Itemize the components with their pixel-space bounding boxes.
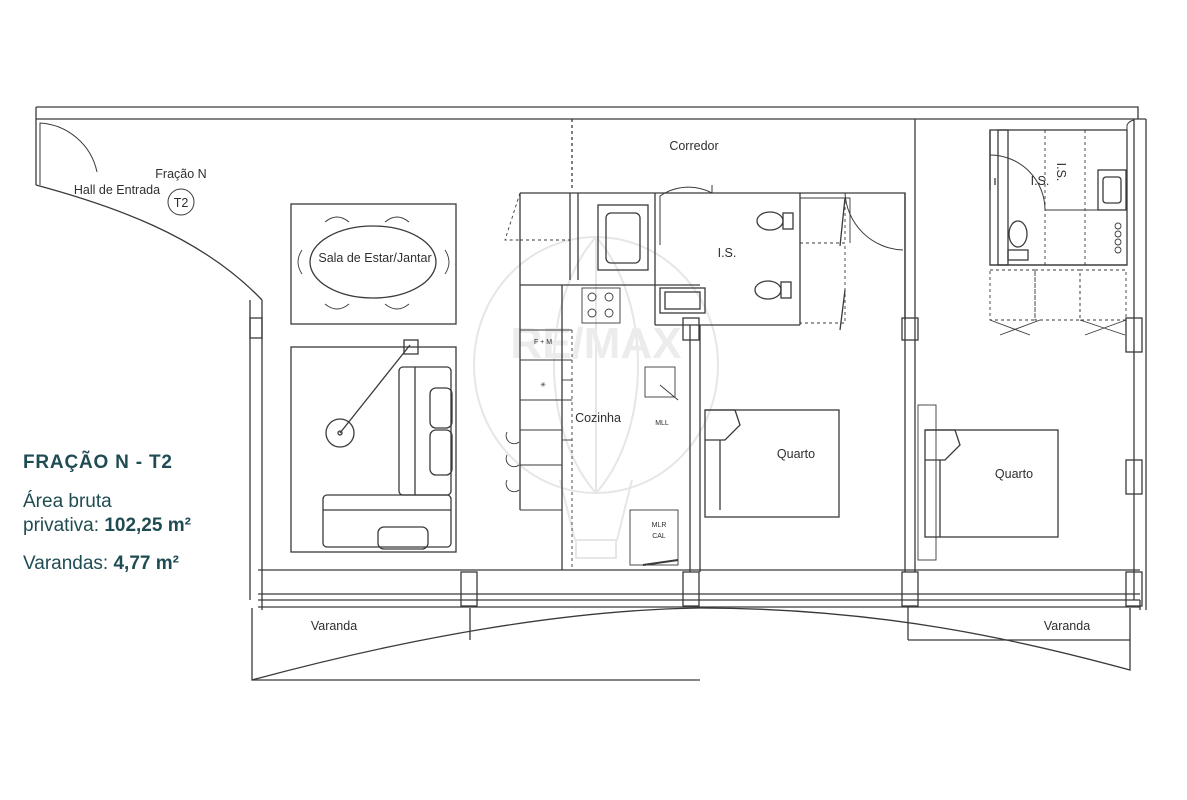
sala-label: Sala de Estar/Jantar	[318, 251, 431, 265]
is-main-label: I.S.	[718, 246, 737, 260]
varanda-2-label: Varanda	[1044, 619, 1090, 633]
corredor-label: Corredor	[669, 139, 718, 153]
cozinha-label: Cozinha	[575, 411, 621, 425]
varanda-1-label: Varanda	[311, 619, 357, 633]
unit-title: FRAÇÃO N - T2	[23, 452, 173, 473]
is-suite-label: I.S.	[1031, 174, 1050, 188]
area-value: 102,25 m²	[104, 515, 191, 536]
is-suite-rotated-label: I.S.	[1054, 163, 1068, 182]
area-label-line1: Área bruta	[23, 491, 112, 512]
unit-tag-circle	[167, 188, 195, 216]
watermark-balloon-logo	[473, 236, 719, 559]
unit-tag-label: T2	[174, 196, 189, 210]
freezer-icon: ✳	[540, 381, 546, 389]
varandas-row: Varandas: 4,77 m²	[23, 552, 191, 576]
fm-appliance-label: F + M	[534, 339, 552, 346]
cal-appliance-label: CAL	[652, 533, 666, 540]
quarto-1-label: Quarto	[777, 447, 815, 461]
area-label-line2: privativa:	[23, 515, 100, 536]
mll-appliance-label: MLL	[655, 420, 669, 427]
quarto-2-label: Quarto	[995, 467, 1033, 481]
walls	[35, 106, 1147, 681]
unit-legend: FRAÇÃO N - T2 Área bruta privativa: 102,…	[23, 452, 191, 576]
fracao-label: Fração N	[155, 167, 206, 181]
varandas-value: 4,77 m²	[113, 553, 179, 574]
area-row: privativa: 102,25 m²	[23, 514, 191, 538]
mlr-appliance-label: MLR	[652, 522, 667, 529]
varandas-label: Varandas:	[23, 553, 109, 574]
hall-label: Hall de Entrada	[74, 183, 160, 197]
